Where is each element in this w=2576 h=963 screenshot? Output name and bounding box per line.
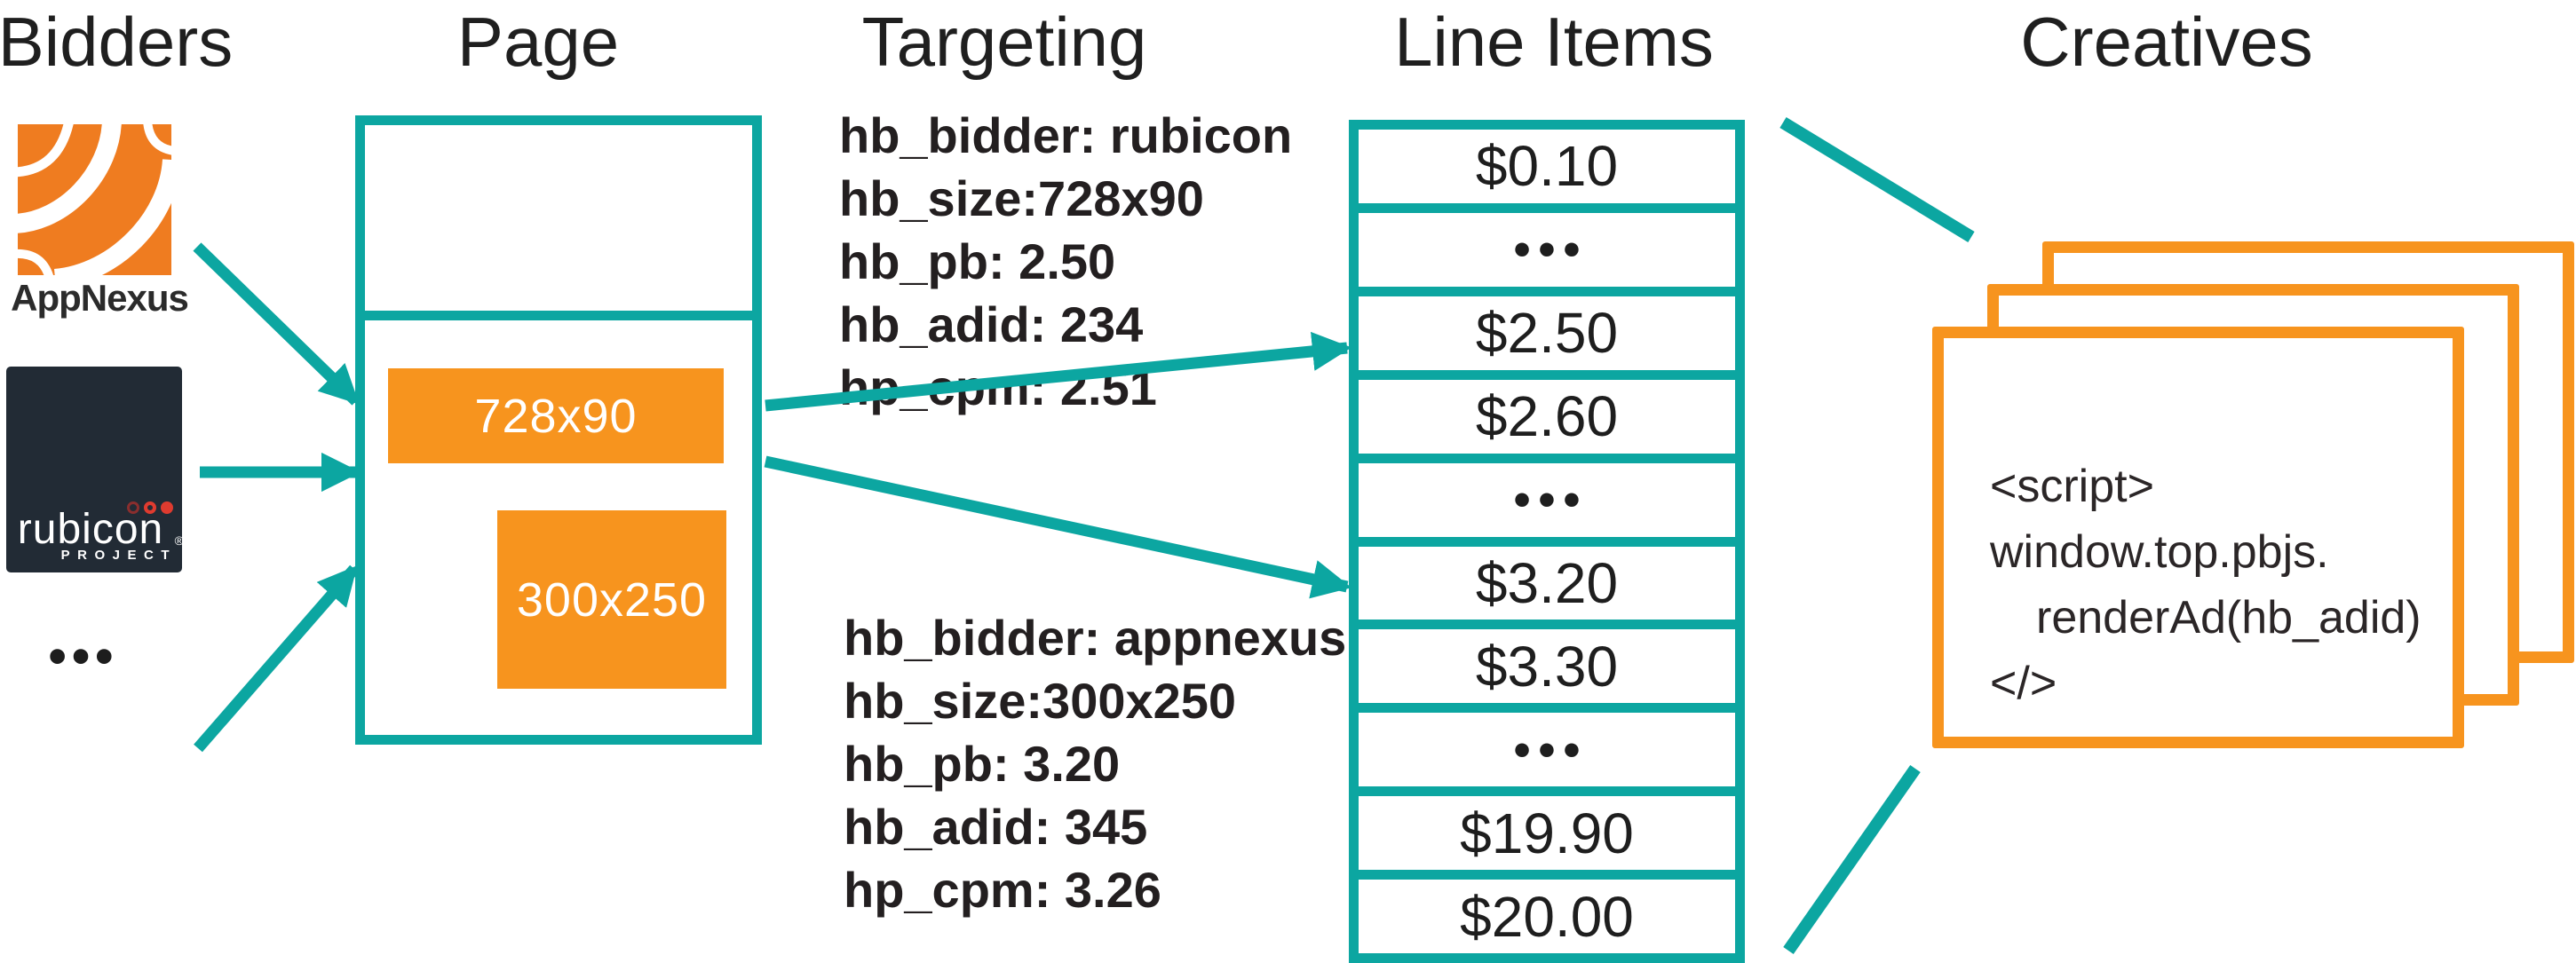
ad-slot-300x250-label: 300x250: [516, 572, 708, 627]
creative-code-line: renderAd(hb_adid): [2036, 592, 2421, 643]
arrow-appnexus-to-page: [193, 242, 361, 406]
targeting-line: hb_adid: 234: [839, 296, 1144, 352]
rubicon-project-subtitle: PROJECT: [60, 548, 177, 563]
arrow-page-to-lineitem-320: [764, 455, 1352, 599]
appnexus-logo-icon: [18, 124, 171, 275]
ad-slot-300x250: 300x250: [497, 510, 726, 689]
creative-code-line: </>: [1990, 658, 2057, 709]
column-header-bidders: Bidders: [0, 3, 234, 81]
appnexus-label: AppNexus: [11, 277, 189, 319]
creative-code-line: <script>: [1990, 461, 2154, 512]
targeting-line: hp_cpm: 3.26: [844, 862, 1161, 918]
connector-lineitems-bottom-to-creatives: [1783, 764, 1921, 955]
line-item-row: $2.60: [1359, 379, 1735, 454]
connector-lineitems-top-to-creatives: [1779, 117, 1975, 242]
targeting-line: hb_adid: 345: [844, 799, 1148, 855]
creative-card-front: <script> window.top.pbjs. renderAd(hb_ad…: [1932, 327, 2464, 748]
targeting-line: hp_cpm: 2.51: [839, 359, 1157, 415]
rubicon-logo-dots-icon: [127, 501, 173, 514]
line-item-row-ellipsis: •••: [1359, 713, 1735, 787]
targeting-line: hb_size:728x90: [839, 170, 1204, 226]
column-header-targeting: Targeting: [861, 3, 1147, 81]
line-item-row: $0.10: [1359, 130, 1735, 203]
targeting-line: hb_pb: 3.20: [844, 736, 1121, 792]
line-item-row-ellipsis: •••: [1359, 212, 1735, 287]
arrow-morebidders-to-page: [194, 564, 359, 753]
line-item-row: $3.20: [1359, 546, 1735, 620]
rubicon-logo-wordmark: rubicon: [17, 506, 164, 553]
rubicon-registered-mark: ®: [174, 533, 184, 548]
targeting-line: hb_bidder: rubicon: [839, 107, 1293, 163]
targeting-block-rubicon: hb_bidder: rubicon hb_size:728x90 hb_pb:…: [839, 104, 1292, 419]
column-header-creatives: Creatives: [2020, 3, 2313, 81]
line-items-table: $0.10 ••• $2.50 $2.60 ••• $3.20 $3.30 ••…: [1349, 120, 1745, 963]
page-header-divider: [355, 311, 762, 320]
column-header-page: Page: [456, 3, 620, 81]
creative-code-line: window.top.pbjs.: [1990, 526, 2329, 578]
line-item-row: $3.30: [1359, 629, 1735, 704]
line-item-row: $20.00: [1359, 880, 1735, 953]
rubicon-project-logo: rubicon ® PROJECT: [6, 367, 184, 572]
targeting-block-appnexus: hb_bidder: appnexus hb_size:300x250 hb_p…: [844, 606, 1346, 921]
ad-slot-728x90: 728x90: [388, 368, 724, 463]
line-item-row-ellipsis: •••: [1359, 462, 1735, 537]
line-item-row: $2.50: [1359, 296, 1735, 370]
more-bidders-ellipsis: •••: [48, 628, 119, 685]
targeting-line: hb_pb: 2.50: [839, 233, 1116, 289]
ad-slot-728x90-label: 728x90: [474, 389, 638, 443]
targeting-line: hb_size:300x250: [844, 673, 1237, 729]
column-header-line-items: Line Items: [1394, 3, 1714, 81]
targeting-line: hb_bidder: appnexus: [844, 610, 1347, 666]
line-item-row: $19.90: [1359, 796, 1735, 871]
